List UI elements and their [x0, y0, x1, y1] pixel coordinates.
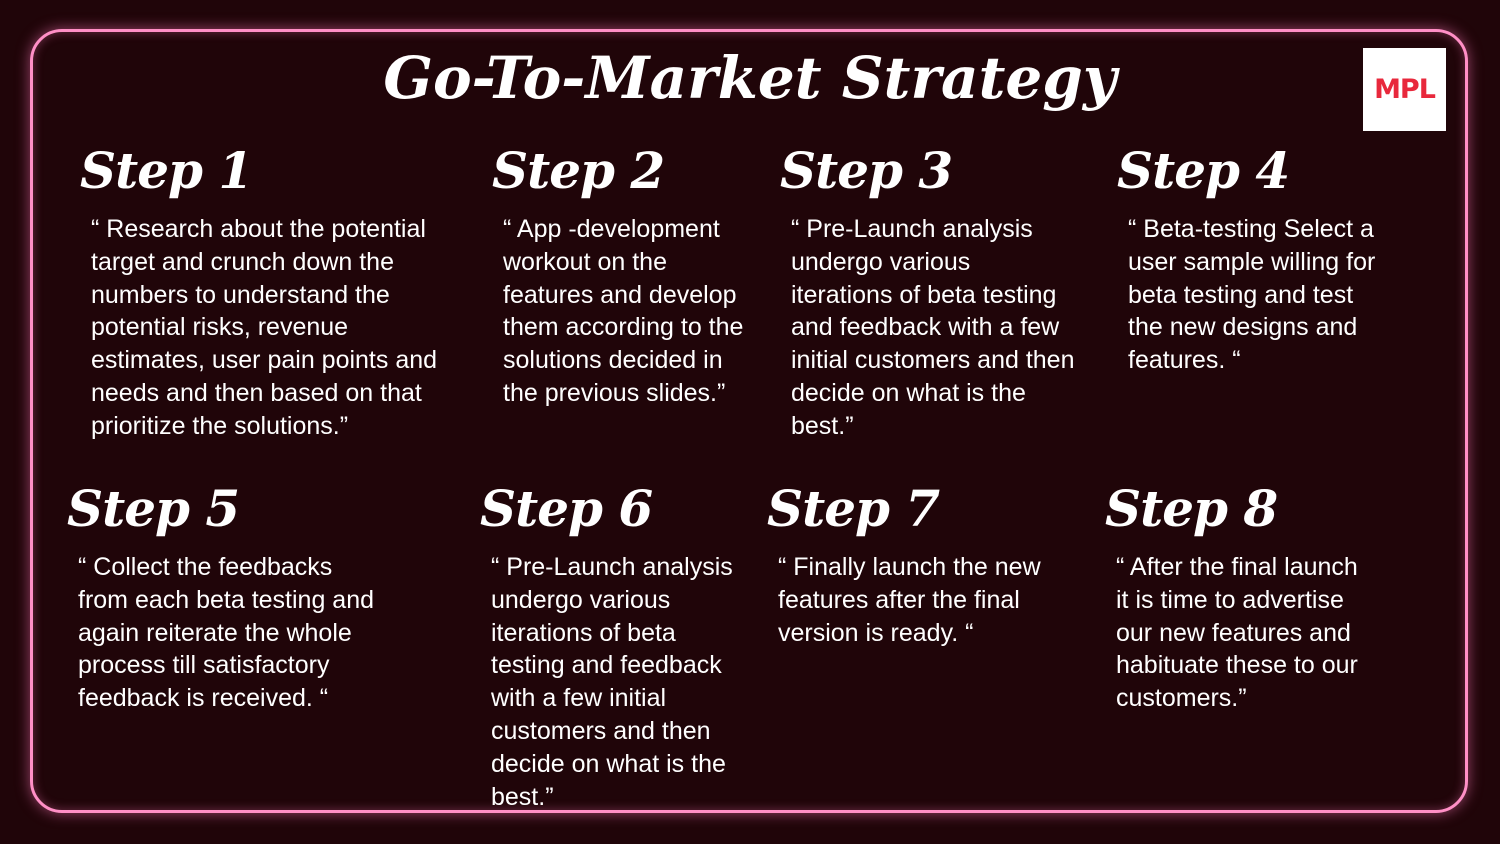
step-3-description: “ Pre-Launch analysis undergo various it…: [791, 215, 1075, 440]
step-7: Step 7 “ Finally launch the new features…: [767, 478, 1077, 649]
step-1: Step 1 “ Research about the potential ta…: [80, 140, 470, 443]
step-7-description: “ Finally launch the new features after …: [778, 553, 1041, 647]
step-2: Step 2 “ App -development workout on the…: [492, 140, 772, 410]
step-3: Step 3 “ Pre-Launch analysis undergo var…: [780, 140, 1110, 443]
step-2-description: “ App -development workout on the featur…: [503, 215, 744, 407]
step-4-description: “ Beta-testing Select a user sample will…: [1128, 215, 1376, 375]
step-1-description: “ Research about the potential target an…: [91, 215, 438, 440]
step-6-description: “ Pre-Launch analysis undergo various it…: [491, 553, 733, 811]
step-5: Step 5 “ Collect the feedbacks from each…: [67, 478, 427, 715]
slide-frame: [30, 29, 1468, 813]
slide-title: Go-To-Market Strategy: [383, 44, 1117, 112]
step-5-title: Step 5: [67, 479, 240, 538]
step-4: Step 4 “ Beta-testing Select a user samp…: [1117, 140, 1417, 377]
step-8: Step 8 “ After the final launch it is ti…: [1105, 478, 1415, 715]
step-7-title: Step 7: [767, 479, 940, 538]
step-1-title: Step 1: [80, 141, 253, 200]
step-4-title: Step 4: [1117, 141, 1290, 200]
logo-text: MPL: [1374, 74, 1436, 105]
step-2-title: Step 2: [492, 141, 665, 200]
step-8-description: “ After the final launch it is time to a…: [1116, 553, 1358, 713]
step-3-title: Step 3: [780, 141, 953, 200]
step-6-title: Step 6: [480, 479, 653, 538]
step-8-title: Step 8: [1105, 479, 1278, 538]
mpl-logo: MPL: [1363, 48, 1446, 131]
step-5-description: “ Collect the feedbacks from each beta t…: [78, 553, 375, 713]
step-6: Step 6 “ Pre-Launch analysis undergo var…: [480, 478, 770, 813]
